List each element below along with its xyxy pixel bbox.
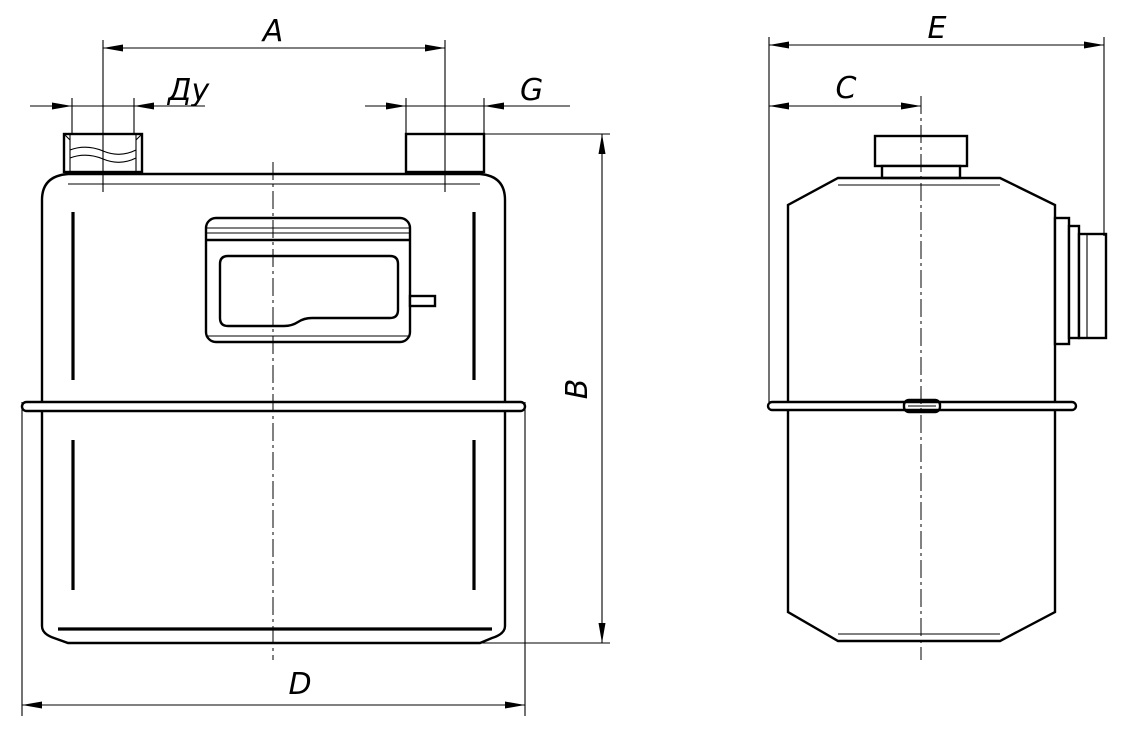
dim-label-du: Ду	[166, 73, 210, 108]
side-band-clip	[902, 398, 942, 414]
side-dimensions: E C	[768, 11, 1105, 402]
counter-display	[204, 216, 437, 344]
counter-latch	[408, 294, 437, 308]
counter-window	[218, 254, 400, 328]
side-counter-front	[1077, 232, 1108, 340]
side-body-outline	[786, 176, 1057, 643]
front-dimensions: A Ду G B D	[21, 14, 610, 716]
dim-label-c: C	[836, 71, 857, 106]
dim-label-d: D	[288, 667, 311, 702]
counter-housing	[204, 216, 412, 344]
dim-label-g: G	[520, 73, 543, 108]
side-counter-step	[1067, 224, 1081, 340]
dim-label-a: A	[261, 14, 284, 49]
front-view	[20, 132, 527, 660]
dim-label-e: E	[928, 11, 947, 46]
dim-label-b: B	[560, 379, 595, 400]
side-view	[766, 96, 1108, 660]
side-counter-base	[1053, 216, 1071, 346]
